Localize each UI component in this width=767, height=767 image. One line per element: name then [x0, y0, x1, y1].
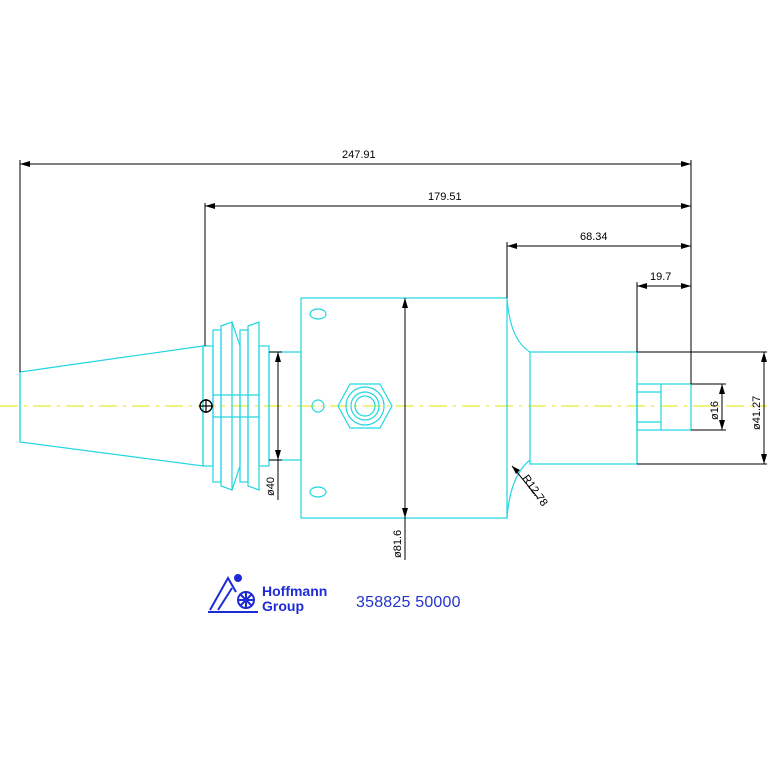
clamping-screw: [337, 383, 393, 429]
dim-fillet-radius: R12.78: [520, 473, 550, 509]
logo-line2: Group: [262, 598, 304, 614]
dim-overall-length: 247.91: [342, 149, 376, 161]
logo-mark-icon: [208, 574, 258, 613]
main-body: [300, 297, 508, 519]
dim-head-length: 68.34: [580, 231, 608, 243]
nose: [529, 351, 638, 465]
dim-bore-diameter: ø16: [709, 401, 721, 420]
dimension-labels: 247.91 179.51 68.34 19.7 ø16 ø41.27 ø40 …: [265, 149, 763, 558]
fillet: [506, 297, 531, 353]
dim-body-diameter: ø81.6: [392, 530, 404, 558]
dimension-lines: [19, 160, 767, 560]
dim-flange-diameter: ø40: [265, 477, 277, 496]
dim-bore-depth: 19.7: [650, 271, 671, 283]
logo-line1: Hoffmann: [262, 583, 327, 599]
flange: [199, 321, 270, 491]
tool-holder-outline: [19, 297, 692, 519]
bore-end: [636, 383, 692, 431]
part-number: 358825 50000: [356, 594, 461, 611]
dim-gauge-length: 179.51: [428, 191, 462, 203]
hoffmann-group-logo: Hoffmann Group: [208, 574, 327, 614]
dim-nose-diameter: ø41.27: [751, 396, 763, 430]
